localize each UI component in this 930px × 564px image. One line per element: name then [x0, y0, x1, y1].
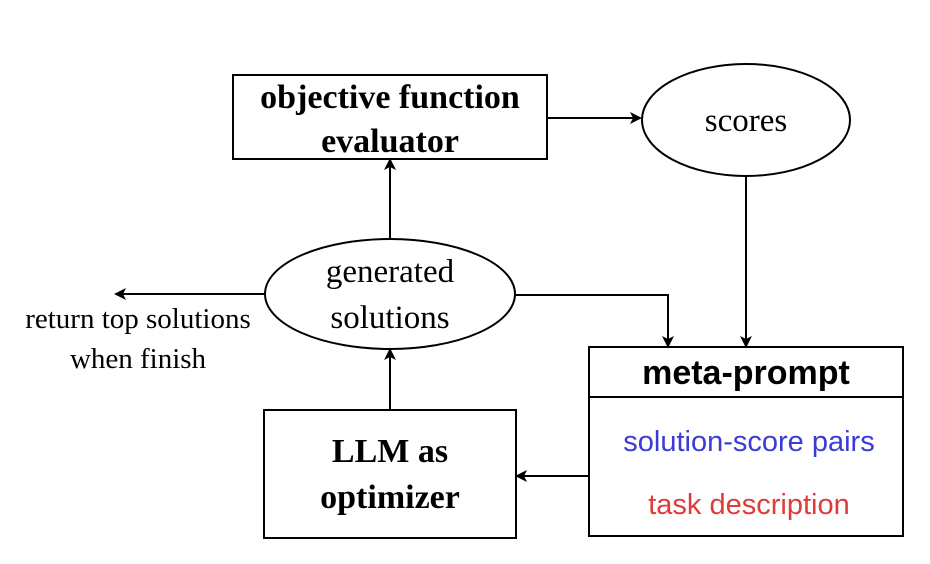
return-line2: when finish: [70, 343, 207, 375]
return-label: return top solutions when finish: [25, 303, 251, 375]
generated-line1: generated: [326, 254, 455, 290]
generated-solutions-node: generated solutions: [264, 238, 516, 350]
evaluator-line1: objective function: [260, 79, 520, 116]
arrow-generated-to-meta-prompt: [515, 294, 674, 348]
scores-node: scores: [641, 63, 851, 177]
evaluator-node: objective function evaluator: [232, 74, 548, 160]
llm-line1: LLM as: [332, 433, 448, 470]
evaluator-line2: evaluator: [321, 123, 459, 160]
llm-line2: optimizer: [320, 479, 460, 516]
return-line1: return top solutions: [25, 303, 251, 335]
solution-score-pairs-label: solution-score pairs: [623, 426, 874, 458]
generated-line2: solutions: [330, 300, 449, 336]
scores-label: scores: [705, 103, 787, 139]
meta-prompt-node: meta-prompt solution-score pairs task de…: [588, 346, 904, 537]
meta-prompt-title: meta-prompt: [642, 354, 850, 392]
task-description-label: task description: [648, 489, 850, 521]
llm-optimizer-node: LLM as optimizer: [263, 409, 517, 539]
